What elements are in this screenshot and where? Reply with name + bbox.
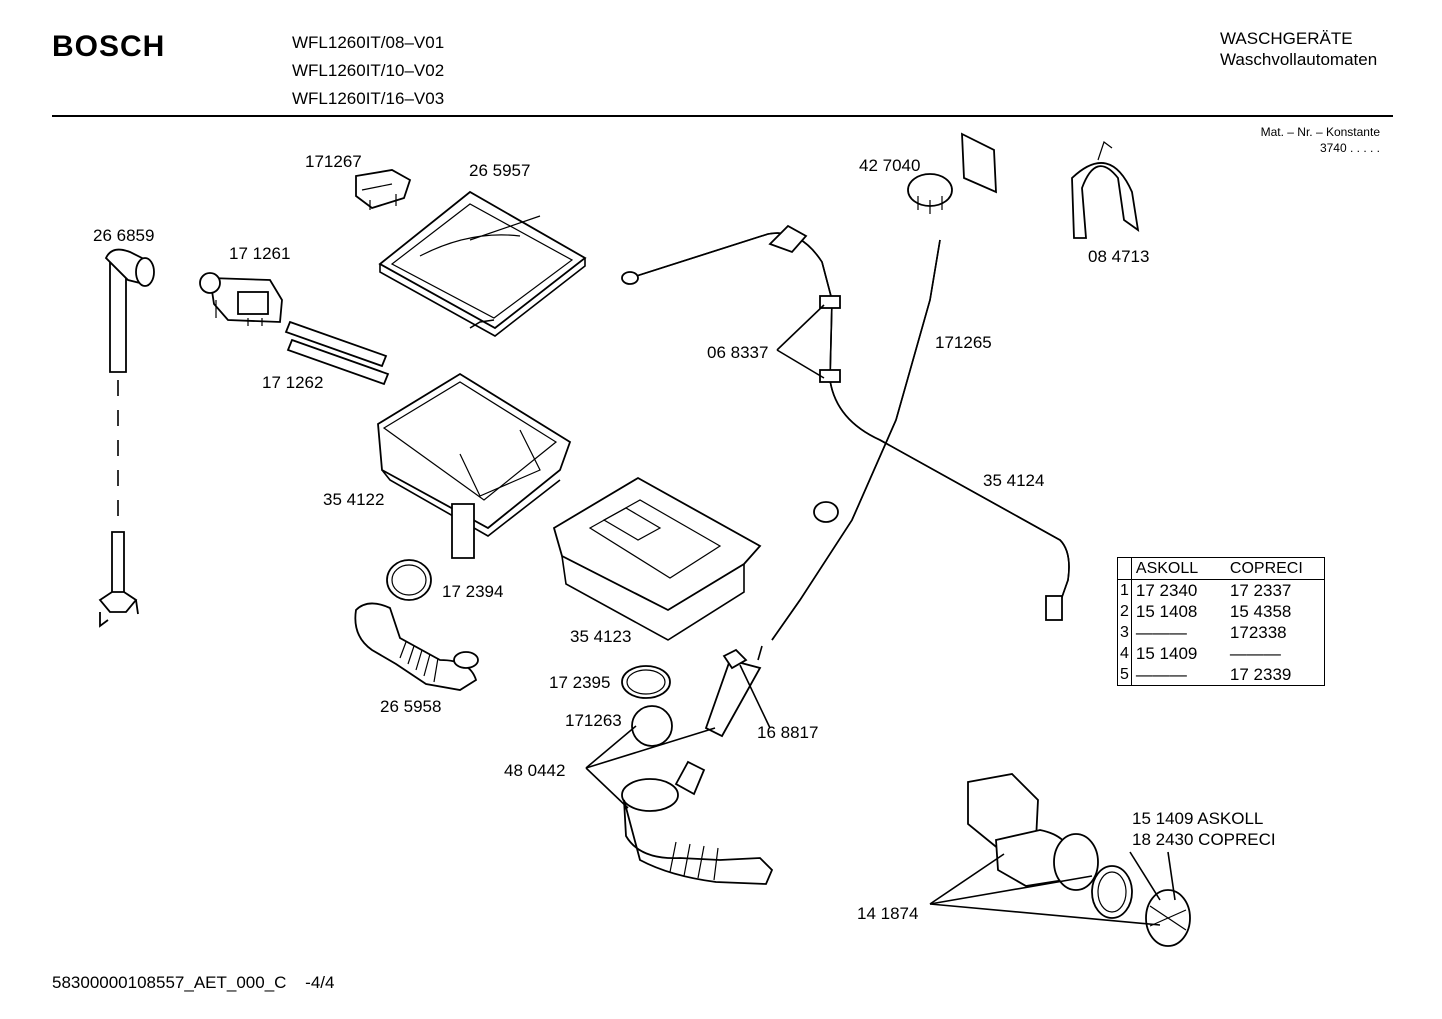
sump-hose-part (621, 760, 774, 885)
part-label-172395: 17 2395 (549, 673, 611, 692)
part-label-168817: 16 8817 (757, 723, 819, 742)
table-row: 2 15 1408 15 4358 (1117, 601, 1325, 622)
pressure-pipe-part (621, 224, 1070, 621)
part-label-171261: 17 1261 (229, 244, 291, 263)
table-header-askoll: ASKOLL (1131, 557, 1226, 580)
mat-nr-value: 3740 . . . . . (1319, 141, 1380, 155)
pressure-tube-part (771, 239, 941, 641)
model-number-3: WFL1260IT/16–V03 (292, 89, 445, 108)
askoll-cell: 15 1409 (1135, 643, 1198, 663)
part-label-427040: 42 7040 (859, 156, 921, 175)
clip-part (355, 169, 412, 210)
part-label-354122: 35 4122 (323, 490, 385, 509)
askoll-cell: ——— (1135, 622, 1187, 642)
table-row: 3 ——— 172338 (1117, 622, 1325, 643)
part-label-266859: 26 6859 (93, 226, 155, 245)
part-label-171267: 171267 (305, 152, 362, 171)
part-label-354123: 35 4123 (570, 627, 632, 646)
tray-cover-part (378, 190, 587, 337)
part-label-182430-copreci: 18 2430 COPRECI (1132, 830, 1276, 849)
table-header-copreci: COPRECI (1225, 557, 1325, 580)
part-label-171263: 171263 (565, 711, 622, 730)
page-indicator: -4/4 (305, 973, 335, 992)
part-label-265958: 26 5958 (380, 697, 442, 716)
detergent-housing-part (377, 372, 572, 559)
part-label-172394: 17 2394 (442, 582, 504, 601)
bellows-hose-part (354, 602, 479, 691)
detergent-drawer-part (552, 476, 762, 641)
row-index: 5 (1117, 664, 1132, 686)
row-index: 1 (1117, 579, 1132, 601)
copreci-cell: 15 4358 (1229, 601, 1292, 621)
askoll-cell: 17 2340 (1135, 580, 1198, 600)
short-hoses-part (284, 320, 390, 386)
pressure-switch-part (907, 132, 997, 214)
model-number-2: WFL1260IT/10–V02 (292, 61, 445, 80)
copreci-cell: ——— (1229, 643, 1281, 663)
seal-ring-part (386, 559, 432, 601)
copreci-cell: 17 2339 (1229, 664, 1292, 684)
row-index: 4 (1117, 643, 1132, 664)
valve-part (199, 272, 283, 326)
table-row: 4 15 1409 ——— (1117, 643, 1325, 664)
table-row: 5 ——— 17 2339 (1117, 664, 1325, 686)
part-label-171265: 171265 (935, 333, 992, 352)
sensor-part (704, 645, 763, 738)
document-id: 58300000108557_AET_000_C (52, 973, 287, 992)
supplier-alternatives-table: ASKOLL COPRECI 1 17 2340 17 2337 2 15 14… (1117, 557, 1325, 686)
part-label-265957: 26 5957 (469, 161, 531, 180)
model-number-1: WFL1260IT/08–V01 (292, 33, 445, 52)
part-label-151409-askoll: 15 1409 ASKOLL (1132, 809, 1264, 828)
category-subtitle: Waschvollautomaten (1220, 50, 1378, 69)
ball-part (631, 705, 673, 747)
part-label-171262: 17 1262 (262, 373, 324, 392)
part-label-084713: 08 4713 (1088, 247, 1150, 266)
askoll-cell: ——— (1135, 664, 1187, 684)
part-label-068337: 06 8337 (707, 343, 769, 362)
o-ring-part (621, 665, 671, 699)
table-header-index (1117, 557, 1132, 580)
part-label-480442: 48 0442 (504, 761, 566, 780)
copreci-cell: 172338 (1229, 622, 1287, 642)
row-index: 2 (1117, 601, 1132, 622)
table-row: 1 17 2340 17 2337 (1117, 579, 1325, 601)
part-label-141874: 14 1874 (857, 904, 919, 923)
u-hook-part (1071, 141, 1140, 239)
leader-lines (585, 304, 1176, 926)
mat-nr-label: Mat. – Nr. – Konstante (1260, 125, 1380, 139)
askoll-cell: 15 1408 (1135, 601, 1198, 621)
part-label-354124: 35 4124 (983, 471, 1045, 490)
inlet-hose-part (98, 248, 155, 628)
copreci-cell: 17 2337 (1229, 580, 1292, 600)
table-header-row: ASKOLL COPRECI (1117, 557, 1325, 580)
category-title: WASCHGERÄTE (1220, 29, 1353, 48)
footer-doc-id: 58300000108557_AET_000_C -4/4 (52, 973, 334, 993)
brand-logo: BOSCH (52, 30, 166, 63)
row-index: 3 (1117, 622, 1132, 643)
drain-pump-part (967, 773, 1191, 947)
